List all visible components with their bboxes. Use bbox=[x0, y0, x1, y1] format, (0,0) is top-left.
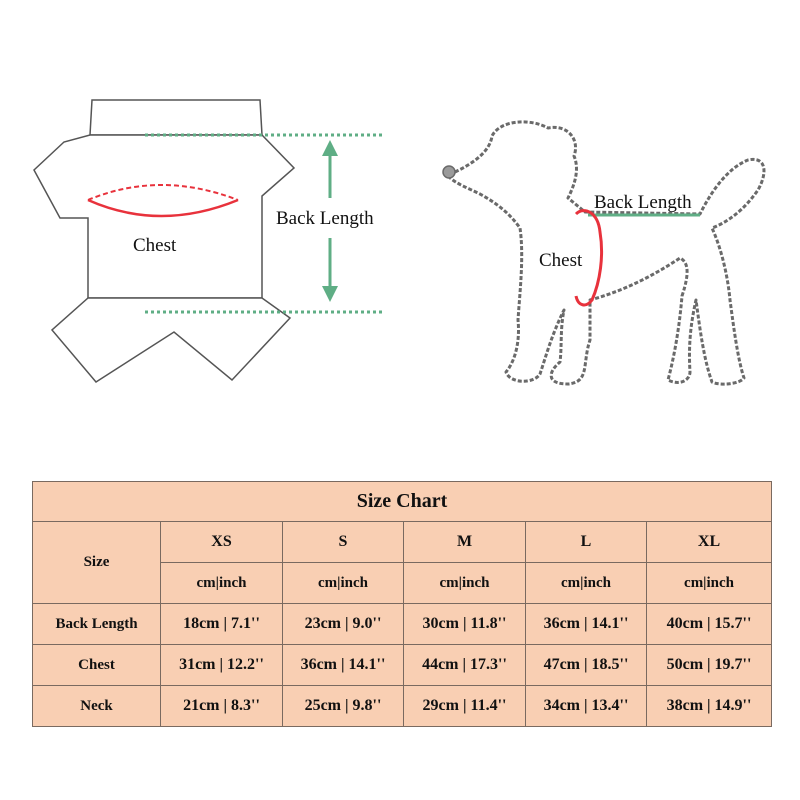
row-label: Chest bbox=[32, 644, 161, 686]
table-cell: 18cm | 7.1'' bbox=[160, 603, 283, 645]
table-cell: 38cm | 14.9'' bbox=[645, 685, 773, 727]
size-xs: XS bbox=[160, 521, 283, 563]
row-label: Back Length bbox=[32, 603, 161, 645]
dog-nose bbox=[442, 165, 456, 179]
table-row-neck: Neck 21cm | 8.3'' 25cm | 9.8'' 29cm | 11… bbox=[32, 685, 773, 727]
garment-illustration: Chest Back Length bbox=[33, 99, 382, 383]
table-cell: 36cm | 14.1'' bbox=[282, 644, 404, 686]
table-cell: 40cm | 15.7'' bbox=[645, 603, 773, 645]
table-cell: 34cm | 13.4'' bbox=[525, 685, 647, 727]
garment-collar bbox=[89, 99, 263, 136]
table-cell: 50cm | 19.7'' bbox=[645, 644, 773, 686]
garment-chest-line-front bbox=[87, 198, 239, 218]
size-header-row: Size XS S M L XL bbox=[32, 521, 773, 604]
garment-chest-label: Chest bbox=[133, 235, 177, 256]
size-header-cell: Size bbox=[32, 521, 161, 604]
table-row-back-length: Back Length 18cm | 7.1'' 23cm | 9.0'' 30… bbox=[32, 603, 773, 645]
unit-row: cm|inch cm|inch cm|inch cm|inch cm|inch bbox=[33, 562, 773, 604]
unit-cell: cm|inch bbox=[645, 562, 773, 604]
back-length-arrow bbox=[322, 140, 338, 302]
size-m: M bbox=[403, 521, 526, 563]
size-chart-title-row: Size Chart bbox=[31, 481, 773, 522]
garment-chest-line-back bbox=[87, 184, 239, 201]
table-cell: 36cm | 14.1'' bbox=[525, 603, 647, 645]
dog-outline-chain bbox=[446, 120, 766, 386]
table-cell: 21cm | 8.3'' bbox=[160, 685, 283, 727]
dog-illustration: Back Length Chest bbox=[442, 120, 766, 386]
table-cell: 25cm | 9.8'' bbox=[282, 685, 404, 727]
garment-legs bbox=[50, 297, 292, 383]
row-label: Neck bbox=[32, 685, 161, 727]
measurement-illustration: Chest Back Length Back Length Chest bbox=[33, 99, 766, 386]
unit-cell: cm|inch bbox=[282, 562, 404, 604]
dog-chest-line bbox=[574, 209, 604, 307]
measurement-diagram: Chest Back Length Back Length Chest bbox=[33, 99, 766, 386]
table-cell: 47cm | 18.5'' bbox=[525, 644, 647, 686]
garment-back-length-label: Back Length bbox=[276, 208, 374, 229]
size-xl: XL bbox=[645, 521, 773, 563]
table-cell: 31cm | 12.2'' bbox=[160, 644, 283, 686]
table-cell: 23cm | 9.0'' bbox=[282, 603, 404, 645]
size-s: S bbox=[282, 521, 404, 563]
unit-cell: cm|inch bbox=[403, 562, 526, 604]
unit-cell: cm|inch bbox=[525, 562, 647, 604]
dog-chest-label: Chest bbox=[539, 250, 583, 271]
table-row-chest: Chest 31cm | 12.2'' 36cm | 14.1'' 44cm |… bbox=[32, 644, 773, 686]
table-cell: 29cm | 11.4'' bbox=[403, 685, 526, 727]
table-cell: 30cm | 11.8'' bbox=[403, 603, 526, 645]
unit-cell: cm|inch bbox=[160, 562, 283, 604]
table-cell: 44cm | 17.3'' bbox=[403, 644, 526, 686]
size-chart-title: Size Chart bbox=[31, 481, 773, 522]
size-l: L bbox=[525, 521, 647, 563]
dog-back-length-label: Back Length bbox=[594, 192, 692, 213]
size-chart-table: Size Chart Size XS S M L XL cm|inch cm|i… bbox=[31, 481, 773, 727]
